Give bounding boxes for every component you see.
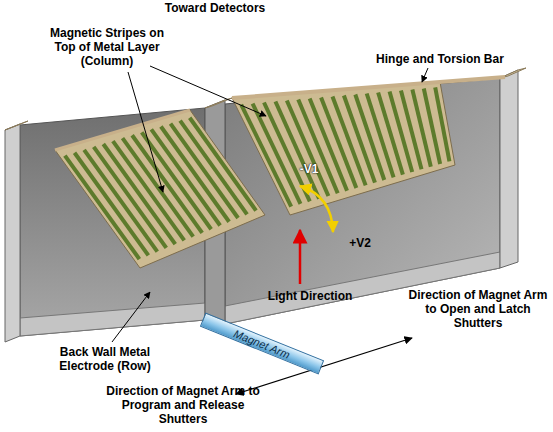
magnetic-stripe (401, 90, 422, 169)
callout-label: Magnetic Stripes on Top of Metal Layer (… (41, 26, 173, 68)
leader-line (150, 66, 266, 116)
node-text: Magnet Arm (232, 326, 292, 359)
magnetic-stripe (435, 87, 449, 161)
callout-label: Direction of Magnet Arm to Open and Latc… (408, 288, 548, 330)
magnetic-stripe (75, 153, 149, 256)
magnetic-stripe (390, 91, 413, 172)
callout-label: -V1 (292, 162, 326, 176)
callout-label: Light Direction (254, 289, 366, 303)
callout-label: +V2 (342, 236, 378, 250)
leader-line (128, 72, 163, 192)
rotation-arrow (300, 186, 333, 232)
end-wall (500, 70, 518, 268)
label-text: Light Direction (268, 289, 353, 303)
label-text: +V2 (349, 236, 371, 250)
label-text: Magnetic Stripes on Top of Metal Layer (… (50, 26, 164, 68)
magnetic-stripe (378, 92, 403, 174)
label-text: Hinge and Torsion Bar (376, 52, 504, 66)
wall-cap (5, 121, 28, 130)
hinge-bar (55, 110, 190, 150)
callout-label: Back Wall Metal Electrode (Row) (44, 345, 166, 373)
leader-line (112, 292, 150, 342)
label-text: Toward Detectors (165, 1, 265, 15)
magnetic-stripe (287, 101, 329, 196)
magnet-arm-bar: Magnet Arm (200, 312, 324, 374)
back-wall (225, 78, 500, 324)
label-text: Back Wall Metal Electrode (Row) (59, 345, 150, 373)
wall-base (20, 303, 205, 336)
label-text: Direction of Magnet Arm to Open and Latc… (409, 288, 548, 330)
magnetic-stripe (190, 118, 256, 211)
magnetic-stripe (65, 156, 139, 259)
end-wall (5, 124, 20, 342)
label-text: Direction of Magnet Arm to Program and R… (106, 384, 260, 426)
leader-line (422, 68, 428, 82)
magnetic-stripe (298, 100, 337, 194)
magnetic-stripe (180, 121, 247, 215)
label-text: -V1 (300, 162, 319, 176)
shutter-blade (55, 110, 265, 268)
magnetic-stripe (275, 102, 319, 199)
callout-label: Toward Detectors (140, 1, 290, 15)
callout-label: Hinge and Torsion Bar (365, 52, 515, 66)
hinge-bar (232, 77, 505, 98)
light-arrow (299, 230, 302, 284)
callout-label: Direction of Magnet Arm to Program and R… (99, 384, 267, 426)
shutter-blade (232, 82, 455, 215)
